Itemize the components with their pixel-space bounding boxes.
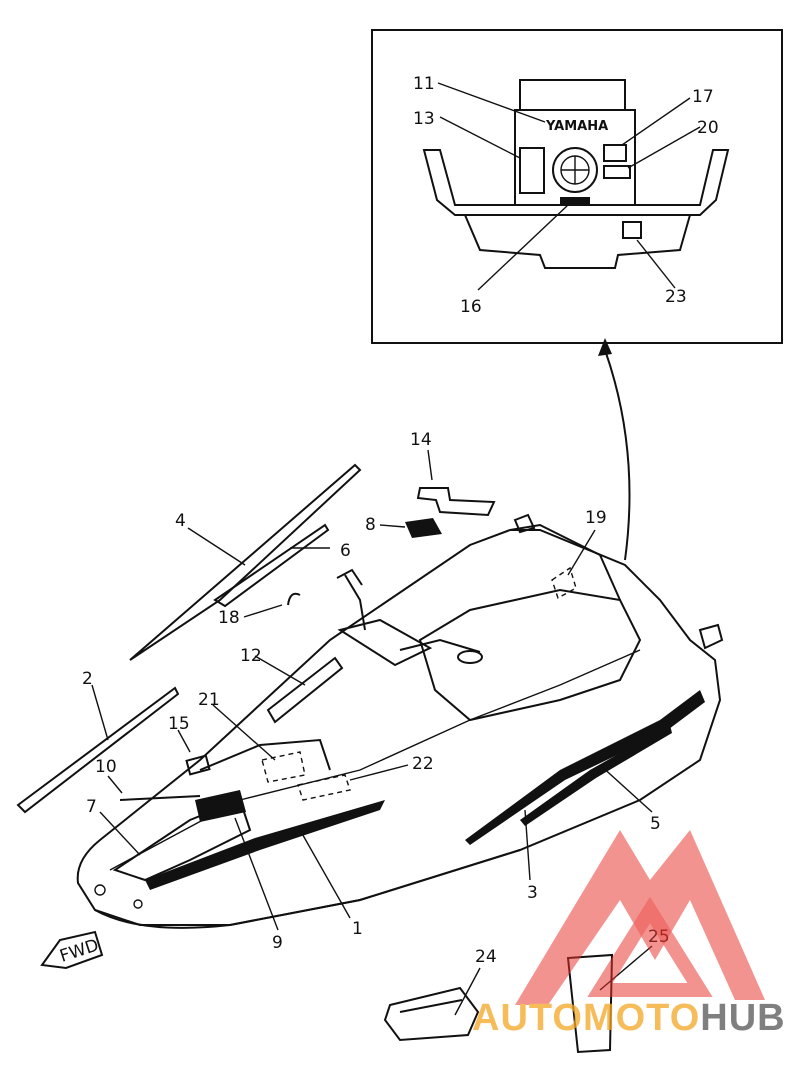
callout-20: 20 [697,118,719,138]
callout-7: 7 [86,797,97,817]
callout-21: 21 [198,690,220,710]
fwd-direction-tag: FWD [40,930,104,970]
decal-6 [213,523,330,608]
callout-9: 9 [272,933,283,953]
callout-19: 19 [585,508,607,528]
stripe-1 [145,800,385,890]
callout-1: 1 [352,919,363,939]
callout-18: 18 [218,608,240,628]
decal-15-shape [185,754,211,776]
callout-6: 6 [340,541,351,561]
callout-22: 22 [412,754,434,774]
callout-2: 2 [82,669,93,689]
watermark-text-hub: HUB [700,997,785,1039]
leader-lines [91,449,653,1016]
callout-12: 12 [240,646,262,666]
watercraft-hull [76,513,724,929]
callout-14: 14 [410,430,432,450]
callout-numbers: 1 2 3 4 5 6 7 8 9 10 11 12 13 14 15 16 1… [82,74,719,967]
watermark-text-automoto: AUTOMOTO [472,997,700,1039]
decal-23-shape [622,221,642,239]
decal-21-hidden [261,751,306,783]
decal-13-shape [519,147,545,194]
decal-18 [287,592,301,606]
stripe-3 [465,690,705,845]
callout-11: 11 [413,74,435,94]
decal-19-hidden [551,566,577,600]
part-24-pad [383,986,480,1042]
decal-17-shape [603,144,627,162]
callout-24: 24 [475,947,497,967]
part-25-card [566,953,614,1054]
decal-8 [405,518,442,538]
callout-16: 16 [460,297,482,317]
callout-17: 17 [692,87,714,107]
inset-brand-text: YAMAHA [545,119,608,134]
callout-5: 5 [650,814,661,834]
callout-15: 15 [168,714,190,734]
stripe-5 [520,725,672,826]
decal-14 [416,487,496,517]
watermark: AUTOMOTOHUB [472,830,786,1039]
decal-4 [129,463,362,661]
watermark-logo-icon [515,830,765,1005]
callout-8: 8 [365,515,376,535]
rear-detail-inset: YAMAHA [371,29,783,344]
callout-23: 23 [665,287,687,307]
decal-16-shape [560,197,590,204]
callout-4: 4 [175,511,186,531]
decal-12-shape [266,656,344,724]
inset-pointer-arrow [604,349,631,561]
svg-text:FWD: FWD [57,935,101,966]
decal-9-shape [195,790,246,822]
decal-20-shape [603,165,631,179]
decal-2 [16,686,180,814]
svg-text:AUTOMOTOHUB: AUTOMOTOHUB [472,997,786,1039]
callout-3: 3 [527,883,538,903]
decal-22-hidden [297,774,351,801]
callout-10: 10 [95,757,117,777]
callout-13: 13 [413,109,435,129]
